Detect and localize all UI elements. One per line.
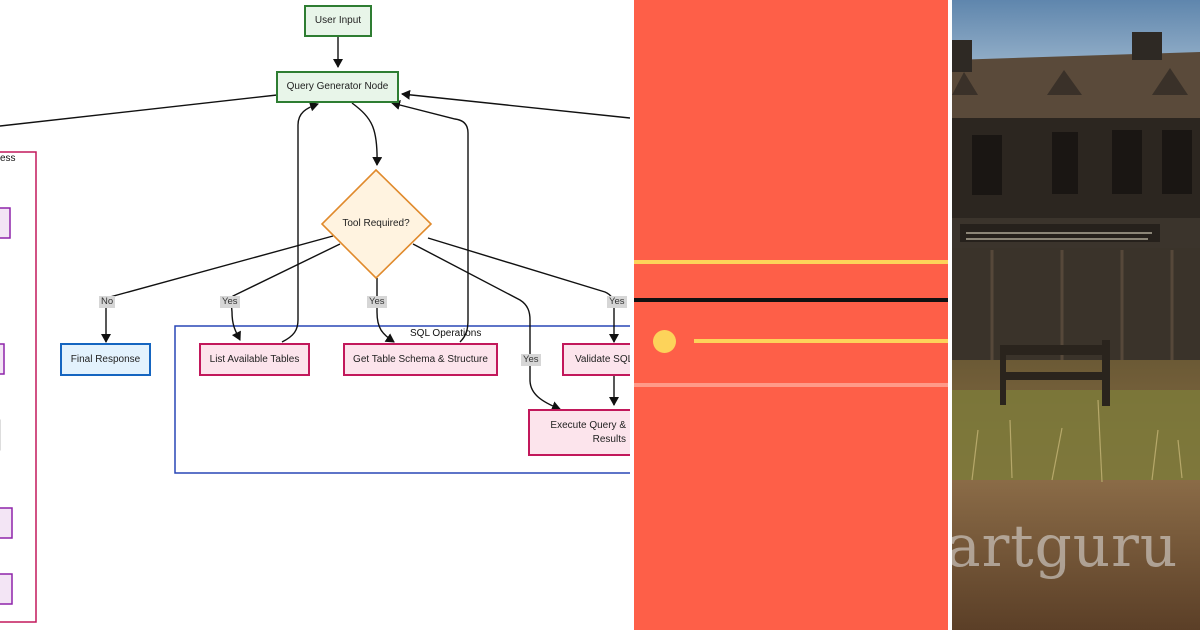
sql-operations-label: SQL Operations — [410, 328, 482, 339]
edge-yes-execute — [412, 243, 561, 411]
yellow-progress-line — [694, 339, 948, 343]
left-node-fragment — [0, 343, 5, 375]
left-group — [0, 151, 37, 623]
flowchart-panel: ess SQL Operations User Input Query Gene… — [0, 5, 630, 623]
edge-label-yes-list: Yes — [220, 296, 240, 308]
edge-label-no: No — [99, 296, 116, 308]
execute-query-label-2: Results — [592, 433, 626, 445]
final-response-node: Final Response — [60, 343, 151, 376]
western-building-illustration — [952, 0, 1200, 630]
edge-label-yes-schema: Yes — [367, 296, 387, 308]
edge-label-yes-validate: Yes — [607, 296, 627, 308]
tool-required-label: Tool Required? — [342, 218, 410, 229]
sql-operations-group — [174, 325, 630, 474]
list-tables-node: List Available Tables — [199, 343, 310, 376]
validate-sql-label: Validate SQL — [575, 353, 630, 365]
edge-schema-to-generator — [391, 100, 469, 343]
left-node-fragment — [0, 207, 11, 239]
validate-sql-node: Validate SQL — [562, 343, 630, 376]
left-node-fragment — [0, 573, 13, 605]
faint-line — [634, 383, 948, 387]
decision-diamond — [320, 168, 433, 280]
dark-line — [634, 298, 948, 302]
edge-label-yes-execute: Yes — [521, 354, 541, 366]
execute-query-label-1: Execute Query & — [550, 419, 626, 431]
edge-generator-to-decision — [351, 102, 383, 166]
user-input-node: User Input — [304, 5, 372, 37]
edge-generator-left — [0, 94, 278, 127]
query-generator-node: Query Generator Node — [276, 71, 399, 103]
edge-yes-schema — [376, 278, 395, 343]
watermark: artguru — [952, 512, 1179, 580]
left-group-label: ess — [0, 153, 16, 164]
edge-right-to-generator — [401, 89, 630, 119]
execute-query-node: Execute Query & Results — [528, 409, 630, 456]
decorative-panel — [634, 0, 948, 630]
photo-panel: artguru — [952, 0, 1200, 630]
timeline-dot — [653, 330, 676, 353]
left-node-fragment — [0, 507, 13, 539]
get-schema-node: Get Table Schema & Structure — [343, 343, 498, 376]
edge-list-to-generator — [281, 101, 319, 343]
yellow-stripe — [634, 260, 948, 264]
